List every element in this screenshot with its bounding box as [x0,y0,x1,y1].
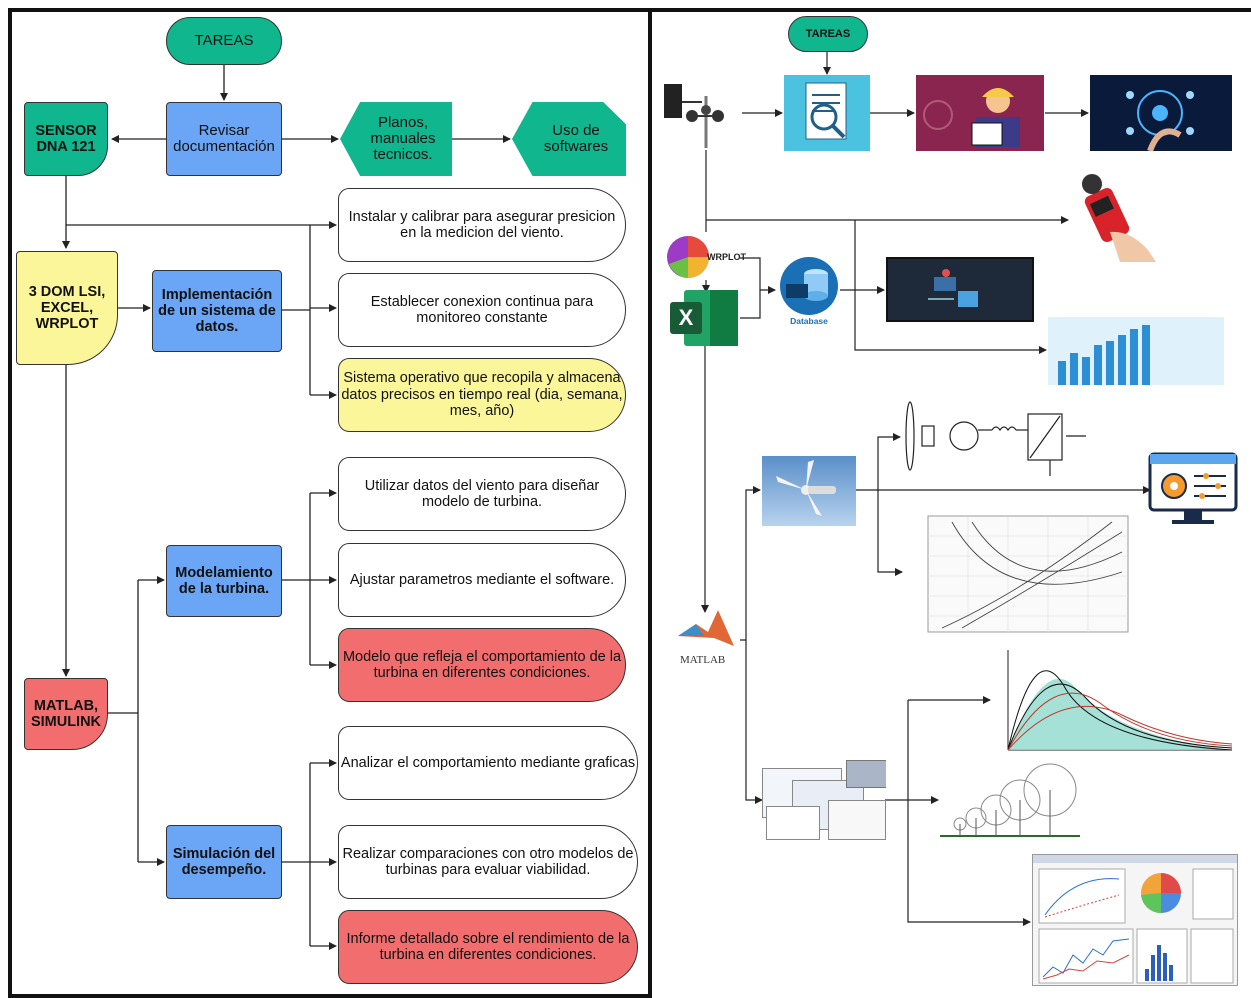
software-tools-label: 3 DOM LSI, EXCEL, WRPLOT [28,284,106,332]
revisar-label: Revisar documentación [173,122,275,155]
anemometer-icon [664,84,724,148]
analizar-label: Analizar el comportamiento mediante graf… [340,754,636,771]
uso-node: Uso de softwares [512,102,626,176]
informe-node: Informe detallado sobre el rendimiento d… [338,910,638,984]
implementacion-node: Implementación de un sistema de datos. [152,270,282,352]
right-panel-frame [650,8,1251,12]
instalar-node: Instalar y calibrar para asegurar presic… [338,188,626,262]
report-dashboard-icon [1032,854,1238,986]
tareas-node-right: TAREAS [788,16,868,52]
matlab-logo-icon [678,610,734,646]
wind-turbine-photo-icon [762,456,856,526]
technology-icon [1090,75,1232,151]
sensor-node: SENSOR DNA 121 [24,102,108,176]
ajustar-label: Ajustar parametros mediante el software. [349,571,615,588]
sistema-operativo-label: Sistema operativo que recopila y almacen… [341,370,623,420]
documentation-icon [784,75,870,151]
database-label: Database [790,316,828,326]
matlab-node: MATLAB, SIMULINK [24,678,108,750]
revisar-node: Revisar documentación [166,102,282,176]
matlab-label: MATLAB, SIMULINK [30,698,102,730]
uso-label: Uso de softwares [543,122,609,155]
utilizar-node: Utilizar datos del viento para diseñar m… [338,457,626,531]
handheld-anemometer-icon [1082,174,1156,262]
tareas-label-right: TAREAS [805,28,851,40]
utilizar-label: Utilizar datos del viento para diseñar m… [364,477,600,511]
wind-distribution-chart-icon [1007,650,1233,751]
modelo-node: Modelo que refleja el comportamiento de … [338,628,626,702]
excel-logo-icon: X [670,290,740,346]
generator-circuit-icon [905,401,1086,476]
realizar-node: Realizar comparaciones con otro modelos … [338,825,638,899]
bar-chart-photo-icon [1048,317,1224,385]
database-icon: Database [776,256,842,326]
modelo-label: Modelo que refleja el comportamiento de … [342,648,622,682]
wrplot-label: WRPLOT [707,252,746,262]
wrplot-logo-icon [667,236,709,278]
simulacion-node: Simulación del desempeño. [166,825,282,899]
modelamiento-label: Modelamiento de la turbina. [175,565,273,597]
establecer-node: Establecer conexion continua para monito… [338,273,626,347]
planos-node: Planos, manuales tecnicos. [340,102,452,176]
tareas-label-left: TAREAS [194,32,254,49]
tareas-node-left: TAREAS [166,17,282,65]
performance-curves-icon [927,515,1129,633]
turbine-size-evolution-icon [940,763,1080,837]
simulink-screens-icon [762,760,886,840]
planos-label: Planos, manuales tecnicos. [370,114,436,163]
matlab-caption: MATLAB [680,654,726,666]
excel-letter: X [670,302,702,334]
simulacion-label: Simulación del desempeño. [172,846,276,878]
sistema-operativo-node: Sistema operativo que recopila y almacen… [338,358,626,432]
ajustar-node: Ajustar parametros mediante el software. [338,543,626,617]
analizar-node: Analizar el comportamiento mediante graf… [338,726,638,800]
realizar-label: Realizar comparaciones con otro modelos … [342,845,634,879]
sensor-label: SENSOR DNA 121 [35,123,97,155]
monitoring-screen-icon [886,257,1034,322]
modelamiento-node: Modelamiento de la turbina. [166,545,282,617]
instalar-label: Instalar y calibrar para asegurar presic… [348,208,616,242]
informe-label: Informe detallado sobre el rendimiento d… [346,930,630,964]
software-tools-node: 3 DOM LSI, EXCEL, WRPLOT [16,251,118,365]
establecer-label: Establecer conexion continua para monito… [370,293,594,327]
engineer-manual-icon [916,75,1044,151]
implementacion-label: Implementación de un sistema de datos. [158,287,276,335]
settings-monitor-icon [1148,452,1238,524]
